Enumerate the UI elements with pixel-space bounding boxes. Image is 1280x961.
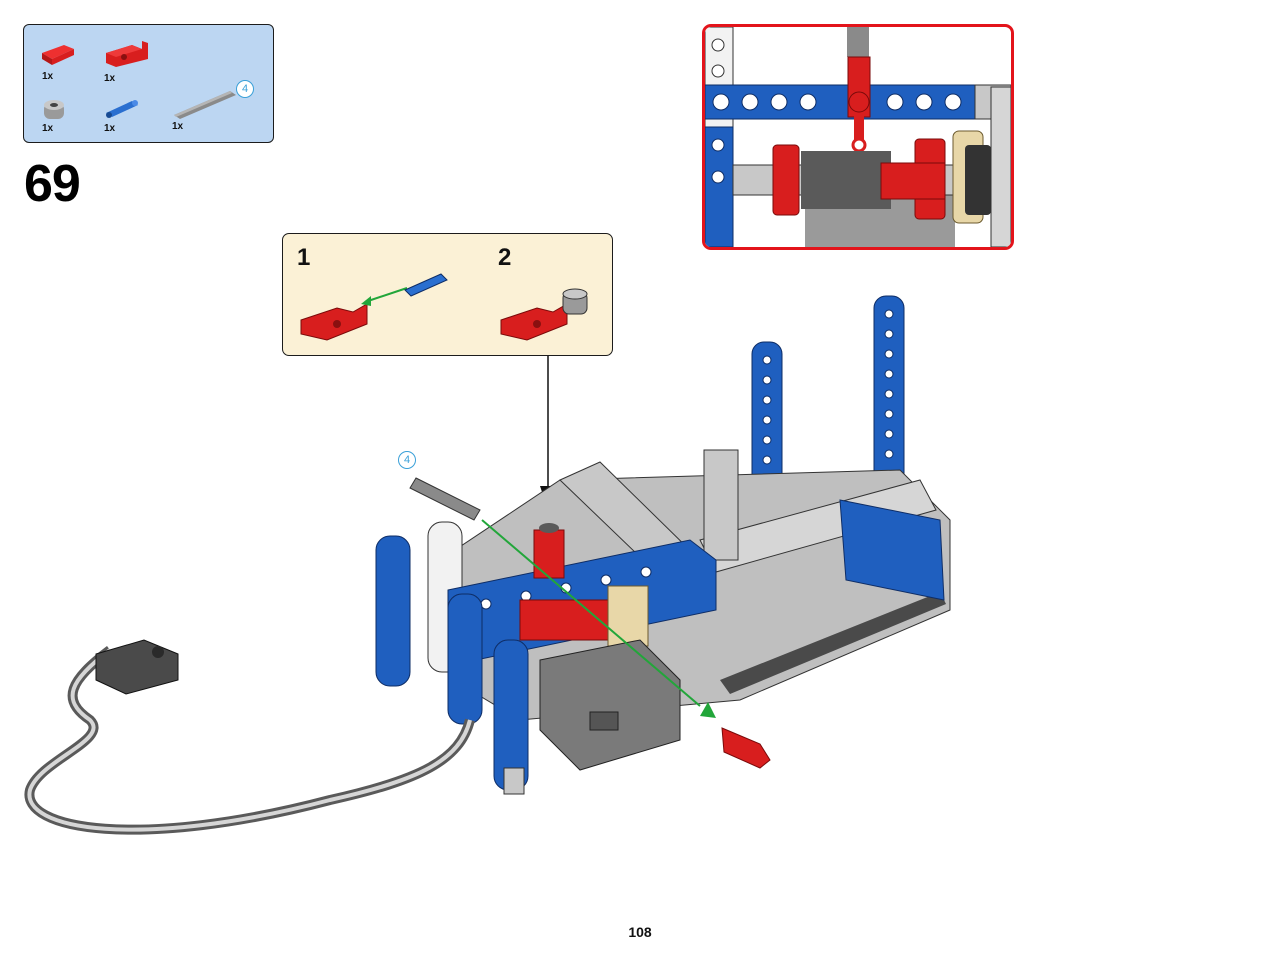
detail-callout <box>702 24 1014 250</box>
page-number: 108 <box>628 924 652 940</box>
part-qty: 1x <box>104 123 116 134</box>
sub-assembly-panel: 1 2 <box>282 233 613 356</box>
axle-length-badge: 4 <box>236 80 254 98</box>
part-qty: 1x <box>104 73 116 84</box>
detail-illustration <box>705 27 1011 247</box>
part-qty: 1x <box>172 121 184 132</box>
sub-step-1-illustration <box>300 273 448 341</box>
parts-list-panel: 1x 1x 1x 1x 1x 4 <box>23 24 274 143</box>
step-number: 69 <box>24 155 81 213</box>
part-qty: 1x <box>42 123 54 134</box>
axle-length-badge: 4 <box>398 451 416 469</box>
blue-axle-pin-icon <box>106 100 138 118</box>
main-model-illustration <box>24 295 951 835</box>
sub-step-number: 1 <box>297 244 311 271</box>
sub-step-number: 2 <box>498 244 512 271</box>
red-angle-connector-icon <box>106 41 148 67</box>
gray-axle-icon <box>174 91 236 119</box>
red-axle-connector-icon <box>42 45 74 65</box>
gray-bush-icon <box>44 100 64 119</box>
part-qty: 1x <box>42 71 54 82</box>
sub-step-2-illustration <box>500 288 588 341</box>
